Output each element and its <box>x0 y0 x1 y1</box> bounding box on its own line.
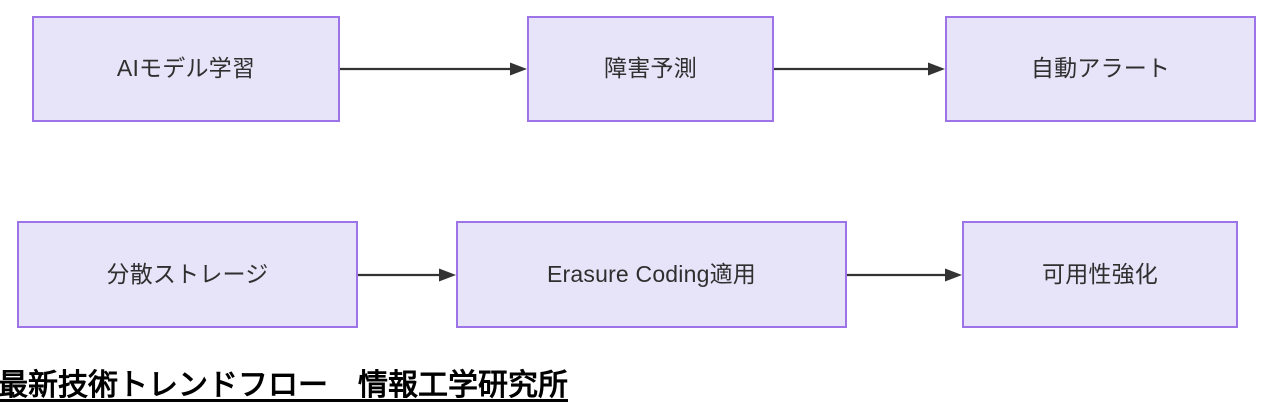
flow-node-automatic-alert[interactable]: 自動アラート <box>945 16 1256 122</box>
flow-node-label: 自動アラート <box>1030 55 1171 82</box>
flow-node-label: 可用性強化 <box>1042 260 1158 287</box>
flow-arrow-n5-to-n6 <box>847 268 962 282</box>
flow-node-erasure-coding[interactable]: Erasure Coding適用 <box>456 221 847 328</box>
diagram-caption: 最新技術トレンドフロー 情報工学研究所 <box>0 368 568 403</box>
flow-node-ai-model-training[interactable]: AIモデル学習 <box>32 16 340 122</box>
flow-node-distributed-storage[interactable]: 分散ストレージ <box>17 221 358 328</box>
flow-node-availability-enhancement[interactable]: 可用性強化 <box>962 221 1238 328</box>
flow-arrow-n1-to-n2 <box>340 62 527 76</box>
flow-node-label: Erasure Coding適用 <box>546 260 756 287</box>
flow-arrow-n2-to-n3 <box>774 62 945 76</box>
flow-node-label: 障害予測 <box>604 55 697 82</box>
flow-node-label: AIモデル学習 <box>116 55 256 82</box>
flow-node-failure-prediction[interactable]: 障害予測 <box>527 16 774 122</box>
flow-arrow-n4-to-n5 <box>358 268 456 282</box>
flow-node-label: 分散ストレージ <box>106 260 269 287</box>
